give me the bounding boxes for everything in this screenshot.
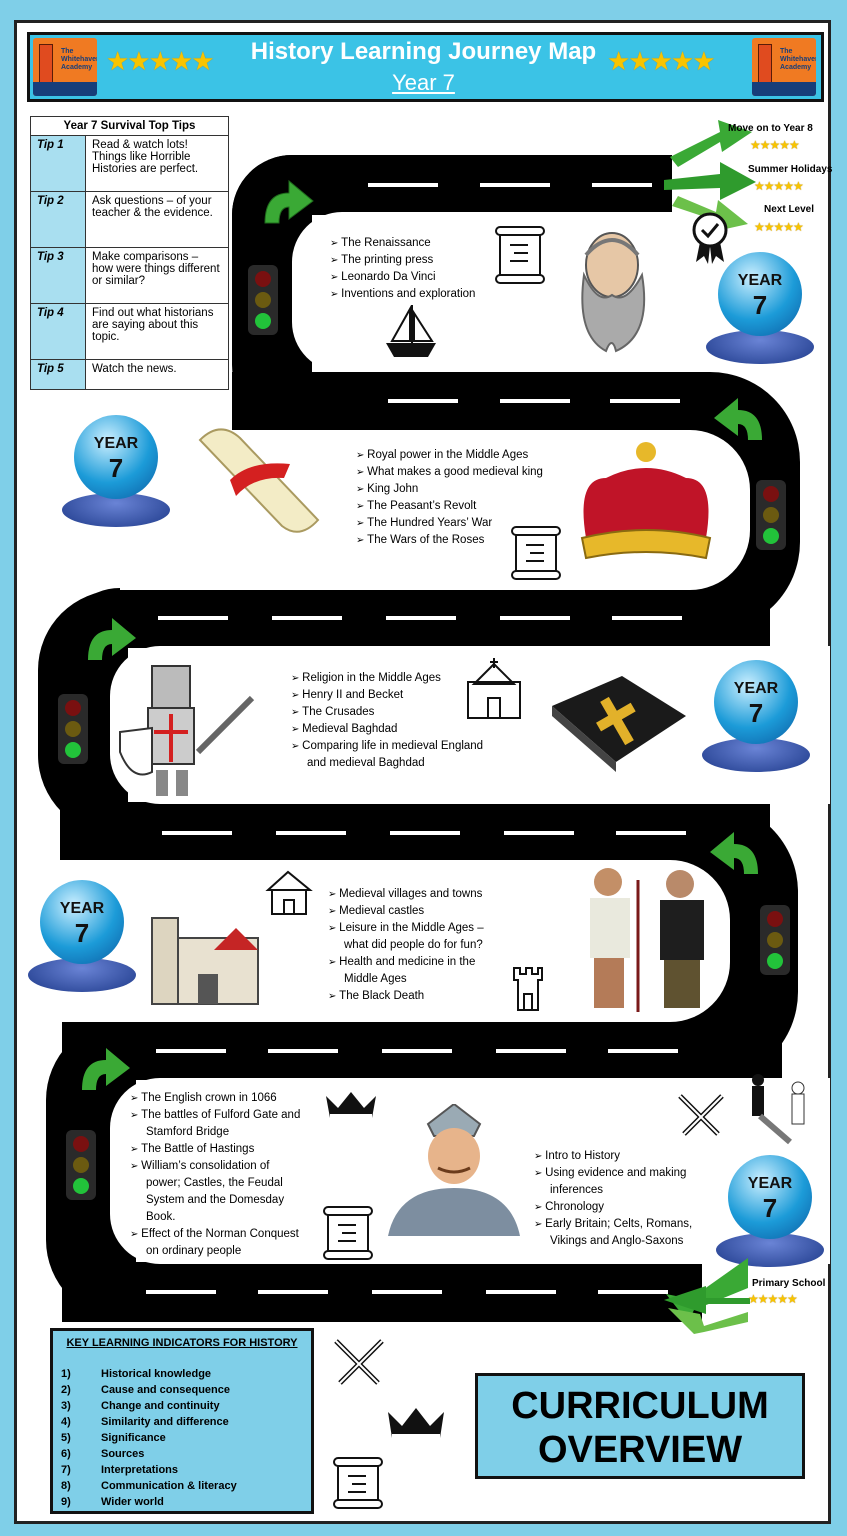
- key-indicators-title: KEY LEARNING INDICATORS FOR HISTORY: [66, 1337, 298, 1349]
- green-turn-arrow-icon: [88, 618, 136, 660]
- indicator-item: 4)Similarity and difference: [61, 1416, 229, 1428]
- header-stars-right: ★★★★★: [607, 46, 716, 76]
- scroll-icon: [323, 1206, 373, 1260]
- ship-icon: [386, 305, 436, 357]
- green-arrows-icon: [664, 1258, 750, 1334]
- indicator-item: 6)Sources: [61, 1448, 145, 1460]
- move-on-stars: ★★★★★: [750, 138, 800, 152]
- traffic-light-icon: [248, 265, 278, 335]
- indicator-item: 8)Communication & literacy: [61, 1480, 237, 1492]
- indicator-item: 9)Wider world: [61, 1496, 164, 1508]
- scroll-icon: [511, 526, 561, 580]
- tower-icon: [513, 967, 543, 1011]
- intro-topics: Intro to History Using evidence and maki…: [534, 1148, 692, 1250]
- life-topics: Medieval villages and towns Medieval cas…: [328, 886, 483, 1005]
- crown-icon: [580, 442, 712, 560]
- award-badge-icon: [692, 212, 728, 264]
- indicator-item: 2)Cause and consequence: [61, 1384, 230, 1396]
- religion-topics: Religion in the Middle Ages Henry II and…: [291, 670, 483, 772]
- church-icon: [467, 658, 521, 719]
- traffic-light-icon: [58, 694, 88, 764]
- medieval-peasants-icon: [590, 868, 704, 1012]
- academy-logo-right: The Whitehaven Academy: [752, 38, 816, 96]
- key-learning-indicators: KEY LEARNING INDICATORS FOR HISTORY 1)Hi…: [50, 1328, 314, 1514]
- header-banner: [27, 32, 824, 102]
- green-turn-arrow-icon: [714, 398, 762, 440]
- next-level-stars: ★★★★★: [754, 220, 804, 234]
- page-subtitle: Year 7: [392, 70, 455, 95]
- crown-outline-icon: [326, 1092, 376, 1118]
- leonardo-portrait-icon: [581, 232, 646, 353]
- summer-holidays-label: Summer Holidays: [748, 164, 833, 175]
- header-stars-left: ★★★★★: [106, 46, 215, 76]
- crown-outline-icon: [388, 1408, 444, 1438]
- traffic-light-icon: [760, 905, 790, 975]
- indicator-item: 1)Historical knowledge: [61, 1368, 212, 1380]
- move-on-label: Move on to Year 8: [728, 123, 813, 134]
- primary-school-stars: ★★★★★: [748, 1292, 798, 1306]
- summer-stars: ★★★★★: [754, 179, 804, 193]
- bible-icon: [552, 676, 686, 772]
- green-turn-arrow-icon: [710, 832, 758, 874]
- scroll-icon: [333, 1457, 383, 1509]
- traffic-light-icon: [756, 480, 786, 550]
- indicator-item: 5)Significance: [61, 1432, 166, 1444]
- scroll-icon: [495, 226, 545, 284]
- overview-line-2: OVERVIEW: [537, 1429, 743, 1471]
- crossed-swords-icon: [334, 1339, 384, 1385]
- indicator-item: 7)Interpretations: [61, 1464, 179, 1476]
- tips-title: Year 7 Survival Top Tips: [30, 116, 229, 136]
- indicator-item: 3)Change and continuity: [61, 1400, 220, 1412]
- diploma-scroll-icon: [198, 428, 320, 533]
- academy-logo-left: The Whitehaven Academy: [33, 38, 97, 96]
- kings-topics: Royal power in the Middle Ages What make…: [356, 447, 543, 549]
- william-conqueror-portrait-icon: [388, 1104, 520, 1236]
- page-title: History Learning Journey Map: [250, 38, 597, 65]
- green-turn-arrow-icon: [82, 1048, 130, 1090]
- overview-line-1: CURRICULUM: [511, 1385, 769, 1427]
- curriculum-overview-box: CURRICULUM OVERVIEW: [475, 1373, 805, 1479]
- house-icon: [265, 870, 313, 915]
- next-level-label: Next Level: [764, 204, 815, 215]
- traffic-light-icon: [66, 1130, 96, 1200]
- castle-icon: [151, 917, 259, 1005]
- person-shadow-icon: [752, 1074, 805, 1145]
- crusader-knight-icon: [119, 665, 255, 796]
- green-turn-arrow-icon: [264, 179, 314, 224]
- primary-school-label: Primary School: [752, 1278, 826, 1289]
- crossed-swords-icon: [678, 1094, 724, 1136]
- renaissance-topics: The Renaissance The printing press Leona…: [330, 235, 475, 303]
- norman-topics: The English crown in 1066 The battles of…: [130, 1090, 300, 1260]
